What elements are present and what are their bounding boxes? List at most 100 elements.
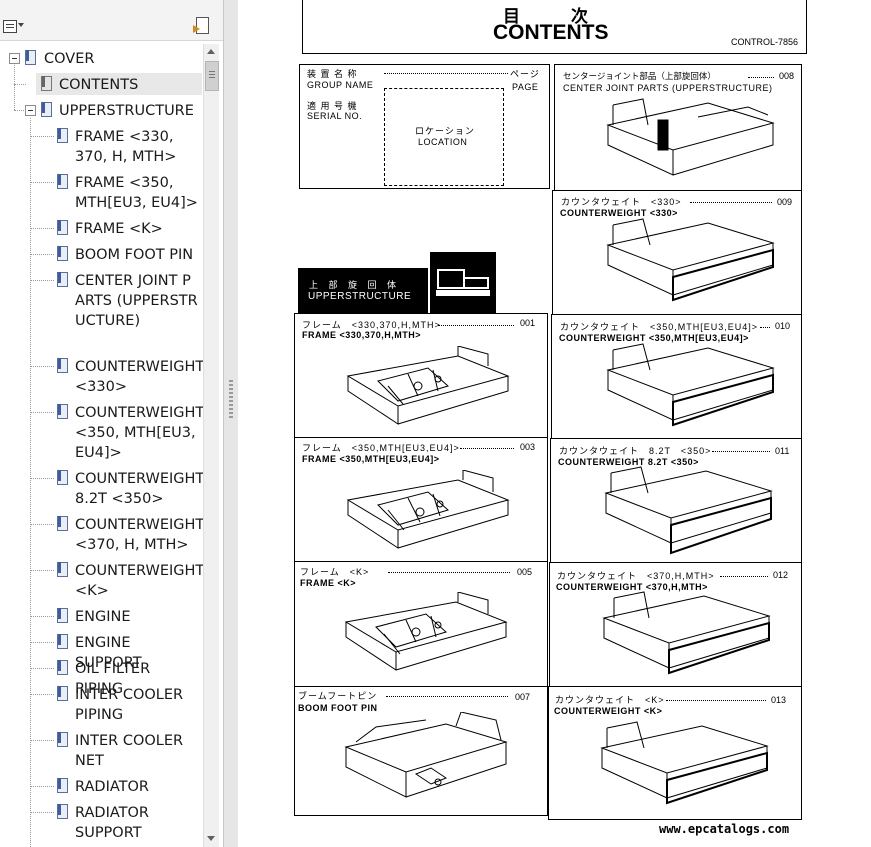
- counterweight-330-illustration: [606, 218, 775, 302]
- counterweight-350-illustration: [606, 343, 775, 427]
- entry-en: CENTER JOINT PARTS (UPPERSTRUCTURE): [563, 83, 773, 93]
- counterweight-8-2t-illustration: [604, 466, 773, 555]
- control-number: CONTROL-7856: [731, 37, 799, 47]
- entry-jp: ブームフートピン: [298, 691, 378, 701]
- bookmark-boom-foot-pin[interactable]: BOOM FOOT PIN: [75, 247, 194, 263]
- bookmark-icon: [56, 358, 68, 374]
- entry-page: 005: [517, 567, 533, 577]
- bookmark-icon: [56, 778, 68, 794]
- page-en: PAGE: [512, 82, 539, 92]
- find-bookmark-icon[interactable]: [193, 17, 211, 35]
- bookmark-icon: [40, 102, 52, 118]
- entry-jp: カウンタウェイト <350,MTH[EU3,EU4]>: [560, 322, 759, 332]
- bookmark-engine[interactable]: ENGINE: [75, 609, 131, 625]
- bookmark-icon: [56, 470, 68, 486]
- scroll-down-icon[interactable]: [207, 836, 215, 841]
- entry-jp: センタージョイント部品（上部旋回体）: [563, 71, 716, 81]
- bookmark-frame-350[interactable]: FRAME <350, MTH[EU3, EU4]>: [75, 175, 198, 211]
- bookmark-icon: [56, 686, 68, 702]
- section-banner: [298, 268, 428, 313]
- document-page: 目 次 CONTENTS CONTROL-7856 装 置 名 称 ページ GR…: [238, 0, 871, 847]
- bookmark-inter-cooler-piping[interactable]: INTER COOLER PIPING: [75, 687, 184, 723]
- counterweight-k-illustration: [600, 721, 769, 805]
- bookmark-counterweight-k[interactable]: COUNTERWEIGHT <K>: [75, 563, 203, 599]
- bookmark-icon: [24, 50, 36, 66]
- bookmark-oil-filter-piping[interactable]: OIL FILTER PIPING: [75, 661, 151, 697]
- bookmark-icon: [56, 220, 68, 236]
- boom-foot-pin-illustration: [344, 712, 508, 798]
- bookmark-cover[interactable]: COVER: [44, 51, 95, 67]
- bookmark-counterweight-330[interactable]: COUNTERWEIGHT <330>: [75, 359, 203, 395]
- entry-page: 010: [775, 321, 791, 331]
- scroll-up-icon[interactable]: [207, 49, 215, 54]
- bookmark-icon: [56, 634, 68, 650]
- bookmark-icon: [56, 404, 68, 420]
- bookmark-icon: [56, 562, 68, 578]
- bookmark-frame-k[interactable]: FRAME <K>: [75, 221, 163, 237]
- watermark-text: www.epcatalogs.com: [659, 822, 790, 836]
- bookmark-icon: [40, 76, 52, 92]
- entry-en: COUNTERWEIGHT 8.2T <350>: [558, 457, 699, 467]
- entry-page: 009: [777, 197, 793, 207]
- entry-en: COUNTERWEIGHT <350,MTH[EU3,EU4]>: [559, 333, 749, 343]
- group-name-jp: 装 置 名 称: [307, 69, 358, 79]
- entry-en: BOOM FOOT PIN: [298, 703, 378, 713]
- location-jp: ロケーション: [415, 126, 475, 136]
- counterweight-370-illustration: [602, 591, 771, 675]
- location-frame: [384, 88, 504, 186]
- title-jp: 目 次: [503, 7, 588, 26]
- bookmark-tree: COVER CONTENTS UPPERSTRUCTURE FRAME <330…: [0, 44, 203, 847]
- bookmark-icon: [56, 804, 68, 820]
- bookmark-icon: [56, 660, 68, 676]
- section-en: UPPERSTRUCTURE: [308, 291, 412, 302]
- bookmark-icon: [56, 246, 68, 262]
- bookmark-icon: [56, 174, 68, 190]
- bookmark-counterweight-370[interactable]: COUNTERWEIGHT <370, H, MTH>: [75, 517, 203, 553]
- contents-grid: [294, 64, 802, 820]
- collapse-toggle-cover[interactable]: [9, 53, 20, 64]
- collapse-toggle-upperstructure[interactable]: [25, 105, 36, 116]
- entry-en: COUNTERWEIGHT <K>: [554, 706, 663, 716]
- bookmark-radiator-support[interactable]: RADIATOR SUPPORT: [75, 805, 149, 841]
- bookmark-engine-support[interactable]: ENGINE SUPPORT: [75, 635, 142, 671]
- group-name-en: GROUP NAME: [307, 80, 374, 90]
- bookmarks-toolbar: [0, 0, 223, 41]
- bookmark-inter-cooler-net[interactable]: INTER COOLER NET: [75, 733, 184, 769]
- bookmark-contents[interactable]: CONTENTS: [59, 77, 139, 93]
- page-jp: ページ: [510, 69, 540, 79]
- bookmark-counterweight-8-2t[interactable]: COUNTERWEIGHT 8.2T <350>: [75, 471, 203, 507]
- bookmark-icon: [56, 608, 68, 624]
- bookmarks-panel: COVER CONTENTS UPPERSTRUCTURE FRAME <330…: [0, 0, 224, 847]
- bookmark-icon: [56, 732, 68, 748]
- bookmark-radiator[interactable]: RADIATOR: [75, 779, 149, 795]
- panel-splitter[interactable]: [224, 0, 238, 847]
- entry-en: COUNTERWEIGHT <370,H,MTH>: [556, 582, 708, 592]
- bookmark-counterweight-350[interactable]: COUNTERWEIGHT <350, MTH[EU3, EU4]>: [75, 405, 203, 461]
- entry-en: COUNTERWEIGHT <330>: [560, 208, 678, 218]
- scroll-thumb[interactable]: [205, 61, 219, 91]
- bookmark-scrollbar[interactable]: [203, 44, 219, 847]
- bookmark-center-joint-parts[interactable]: CENTER JOINT PARTS (UPPERSTRUCTURE): [75, 273, 198, 329]
- bookmark-icon: [56, 128, 68, 144]
- entry-page: 013: [771, 695, 787, 705]
- entry-page: 011: [775, 446, 790, 456]
- entry-page: 012: [773, 570, 789, 580]
- title-en: CONTENTS: [493, 21, 609, 44]
- entry-jp: カウンタウェイト <370,H,MTH>: [557, 571, 715, 581]
- frame-k-illustration: [344, 592, 508, 671]
- entry-en: FRAME <K>: [300, 578, 357, 588]
- entry-page: 007: [515, 692, 531, 702]
- bookmark-frame-330[interactable]: FRAME <330, 370, H, MTH>: [75, 129, 177, 165]
- entry-jp: カウンタウェイト <330>: [561, 197, 682, 207]
- serial-jp: 適 用 号 機: [307, 101, 358, 111]
- entry-page: 003: [520, 442, 536, 452]
- bookmark-icon: [56, 272, 68, 288]
- bookmark-upperstructure[interactable]: UPPERSTRUCTURE: [59, 103, 194, 119]
- bookmark-options-icon[interactable]: [3, 18, 25, 34]
- excavator-section-icon: [430, 252, 496, 313]
- entry-jp: フレーム <K>: [300, 567, 370, 577]
- location-en: LOCATION: [418, 137, 468, 147]
- entry-jp: カウンタウェイト <K>: [555, 695, 665, 705]
- entry-en: FRAME <350,MTH[EU3,EU4]>: [302, 454, 440, 464]
- entry-jp: フレーム <330,370,H,MTH>: [302, 320, 441, 330]
